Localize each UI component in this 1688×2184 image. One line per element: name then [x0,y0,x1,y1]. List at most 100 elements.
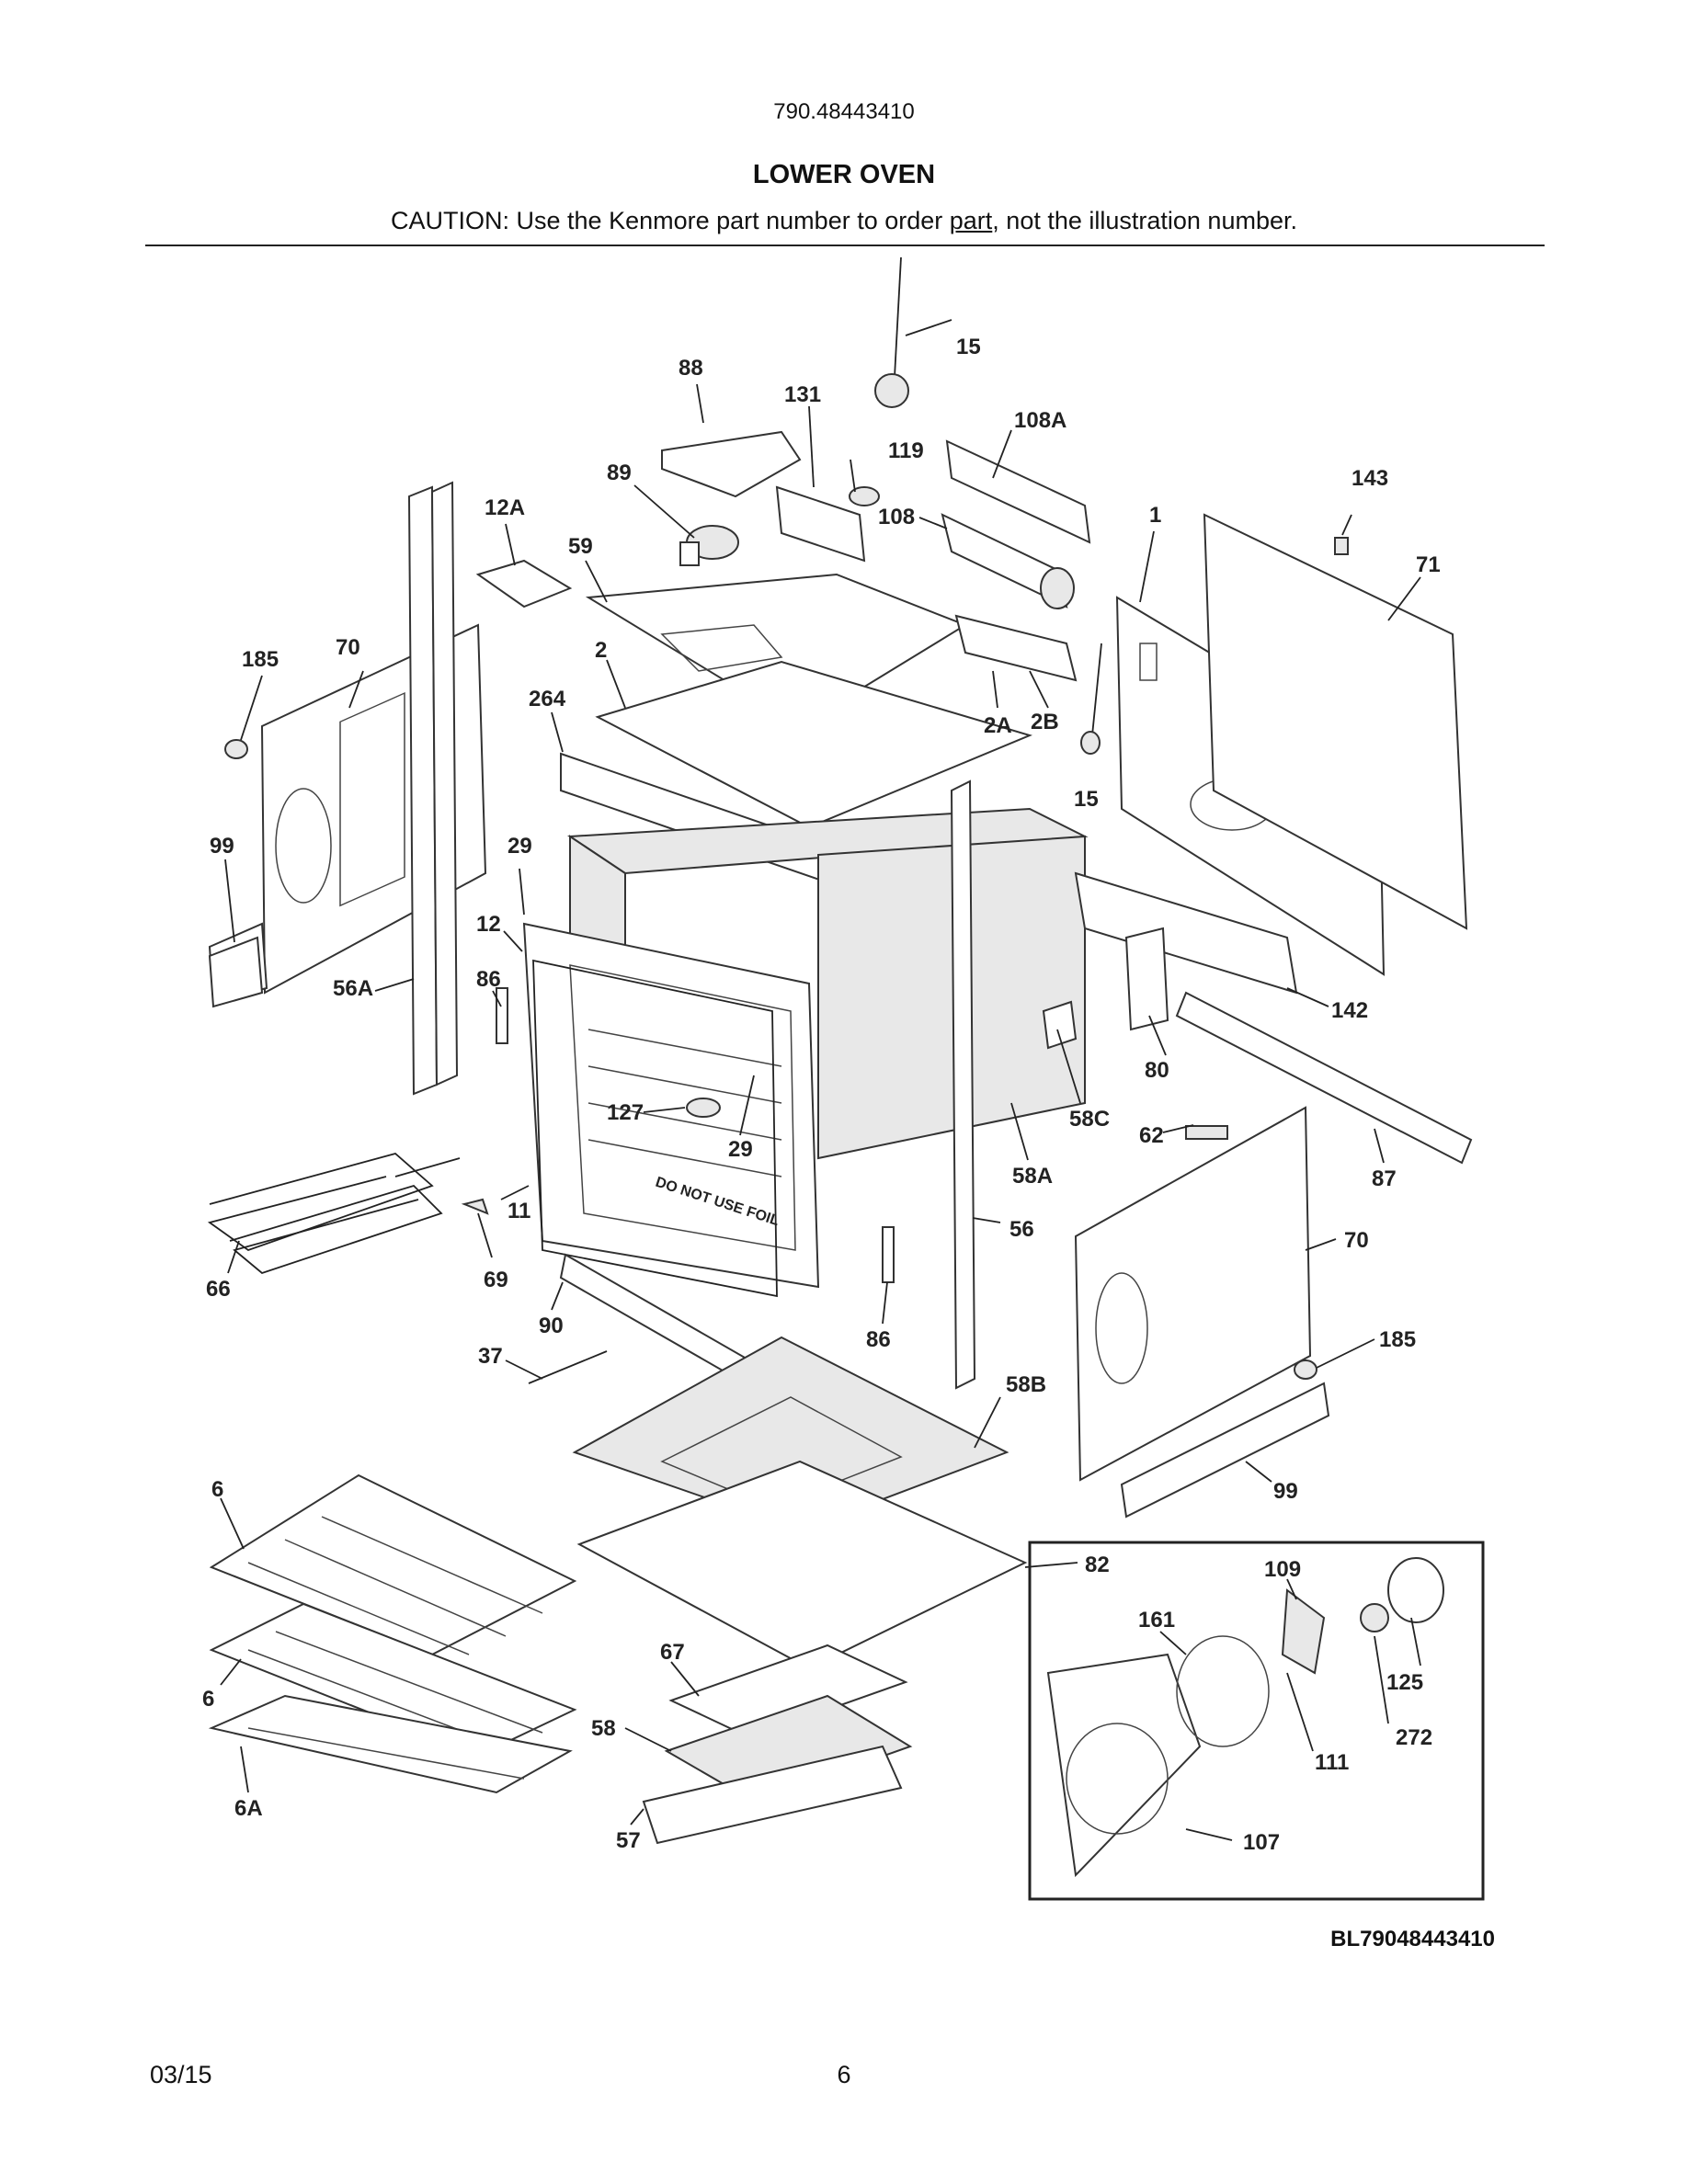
page-title: LOWER OVEN [752,160,936,189]
callout-2b: 2B [1031,710,1059,734]
shield-88 [661,430,802,498]
callout-125: 125 [1386,1670,1423,1695]
diagram-number: BL79048443410 [1330,1927,1495,1951]
callout-99-right: 99 [1273,1479,1298,1504]
clip-69 [461,1198,489,1215]
bake-element [207,1153,461,1275]
callout-58b: 58B [1006,1372,1046,1397]
oven-rack-glide [208,1694,573,1794]
callout-37: 37 [478,1344,503,1369]
callout-185-left: 185 [242,647,279,672]
callout-108: 108 [878,505,915,529]
callout-272: 272 [1396,1725,1432,1750]
callout-107: 107 [1243,1830,1280,1855]
callout-59: 59 [568,534,593,559]
bracket-12a [475,559,573,609]
callout-142: 142 [1331,998,1368,1023]
callout-70-left: 70 [336,635,360,660]
callout-58: 58 [591,1716,616,1741]
bracket-131 [775,485,866,563]
callout-119: 119 [888,438,924,463]
callout-143: 143 [1352,466,1388,491]
callout-12: 12 [476,912,501,937]
bracket-58c [1042,1000,1078,1050]
callout-62: 62 [1139,1123,1164,1148]
terminal-62 [1185,1125,1228,1140]
callout-15-top: 15 [956,335,981,359]
footer-date: 03/15 [150,2061,212,2088]
callout-71: 71 [1416,552,1441,577]
bracket-86-left [496,987,508,1044]
callout-58c: 58C [1069,1107,1110,1132]
convection-inset [1028,1541,1485,1901]
caution-text-end: , not the illustration number. [992,207,1297,234]
cap-185-right [1294,1359,1317,1380]
thermostat-119 [849,486,880,506]
callout-labels: 15 88 131 108A 119 89 108 143 1 71 12A 5… [202,335,1441,1855]
callout-58a: 58A [1012,1164,1053,1189]
callout-57: 57 [616,1828,641,1853]
fan-motor-89 [679,525,739,566]
callout-6-lower: 6 [202,1687,214,1712]
callout-88: 88 [679,356,703,381]
callout-69: 69 [484,1268,508,1292]
caution-underlined-word: part [949,207,993,234]
trim-87 [1175,991,1473,1165]
callout-89: 89 [607,461,632,485]
callout-66: 66 [206,1277,231,1302]
drawer-frame-82 [576,1460,1028,1670]
callout-56: 56 [1009,1217,1034,1242]
right-side-panel [1074,1106,1312,1482]
callout-86-top: 86 [476,967,501,992]
callout-82: 82 [1085,1553,1110,1577]
callout-29-inner: 29 [728,1137,753,1162]
vent-duct [954,614,1078,682]
callout-99-left: 99 [210,834,234,859]
oven-cavity: DO NOT USE FOIL [522,807,1089,1289]
oven-top [595,660,1032,829]
clip-143 [1334,537,1349,555]
callout-90: 90 [539,1314,564,1338]
callout-12a: 12A [485,495,525,520]
left-rail [407,481,459,1096]
sensor-15-bottom [1080,643,1102,755]
callout-67: 67 [660,1640,685,1665]
callout-86-bottom: 86 [866,1327,891,1352]
callout-6a: 6A [234,1796,263,1821]
callout-70-right: 70 [1344,1228,1369,1253]
callout-185-right: 185 [1379,1327,1416,1352]
callout-109: 109 [1264,1557,1301,1582]
bracket-80 [1124,927,1169,1031]
page-number: 6 [837,2061,851,2088]
door-gasket [532,959,778,1298]
caution-text-start: CAUTION: Use the Kenmore part number to … [391,207,950,234]
panel-57 [642,1745,903,1845]
blower-housing-108a [945,439,1091,544]
header-rule [145,245,1545,246]
sensor-15-top [874,256,909,408]
callout-264: 264 [529,687,566,711]
callout-11: 11 [508,1199,530,1223]
rail-56 [950,779,976,1390]
callout-15-bottom: 15 [1074,787,1099,812]
trim-99-left [208,936,264,1008]
callout-108a: 108A [1014,408,1066,433]
blower-108 [941,513,1075,609]
trim-99-right [1120,1382,1330,1519]
callout-29-top: 29 [508,834,532,859]
callout-87: 87 [1372,1166,1397,1191]
callout-1: 1 [1149,503,1161,528]
model-number: 790.48443410 [773,99,915,124]
callout-leaders [220,319,1421,1841]
callout-131: 131 [784,382,821,407]
callout-6-upper: 6 [211,1477,223,1502]
cap-185-left [224,739,248,759]
callout-2a: 2A [984,713,1012,738]
callout-56a: 56A [333,976,373,1001]
side-panel-71 [1203,513,1468,930]
drawer-pan-67 [668,1644,908,1739]
bracket-86-right [882,1226,895,1283]
caution-note: CAUTION: Use the Kenmore part number to … [0,207,1688,235]
callout-127: 127 [607,1100,644,1125]
